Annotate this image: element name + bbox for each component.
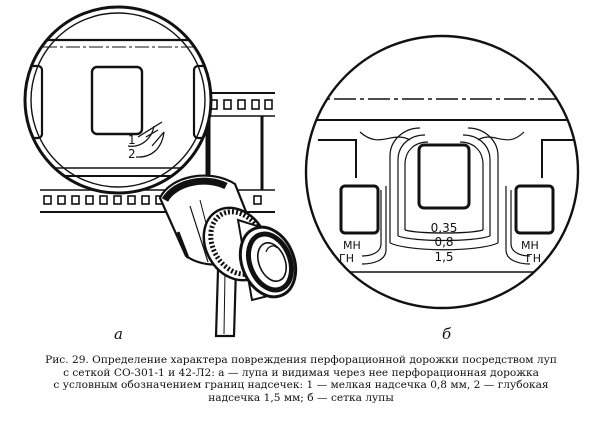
left-mark-gn: ГН [339,252,354,265]
panel-a-letter: а [114,325,123,343]
figure-caption: Рис. 29. Определение характера поврежден… [12,354,590,404]
panel-b: 0,35 0,8 1,5 МН ГН МН ГН б [304,34,580,343]
caption-line-4: надсечка 1,5 мм; б — сетка лупы [208,391,394,404]
caption-line-3: с условным обозначением границ надсечек:… [53,379,549,392]
depth-label-0-8: 0,8 [434,235,453,249]
depth-label-1-5: 1,5 [434,250,453,264]
loupe-lens-view: 1 2 [23,5,213,195]
right-mark-mn: МН [521,239,539,252]
right-mark-gn: ГН [526,252,541,265]
loupe-barrel [158,174,298,302]
panel-b-letter: б [442,325,452,343]
left-mark-mn: МН [343,239,361,252]
loupe-reticle [306,98,578,273]
panel-a: 1 2 а [23,5,298,343]
panel-a-label-1: 1 [128,133,136,147]
caption-line-1: Рис. 29. Определение характера поврежден… [45,354,557,366]
depth-label-0-35: 0,35 [431,221,458,235]
caption-line-2: с сеткой СО-301-1 и 42-Л2: а — лупа и ви… [63,366,539,379]
figure-diagram: 1 2 а [23,5,580,343]
panel-a-label-2: 2 [128,147,136,161]
